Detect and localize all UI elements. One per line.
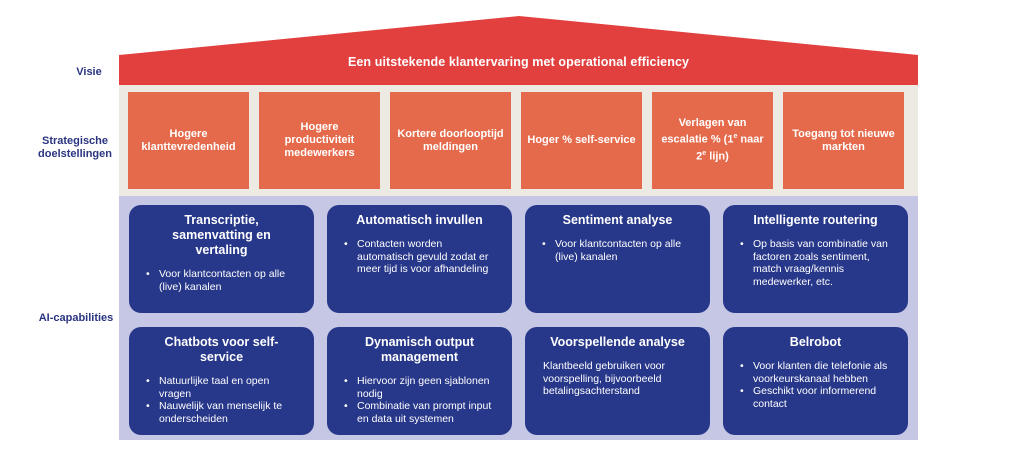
capability-voorspellende-analyse: Voorspellende analyse Klantbeeld gebruik…	[525, 327, 710, 435]
capability-title: Chatbots voor self-service	[164, 335, 279, 364]
capability-bullet: Hiervoor zijn geen sjablonen nodig	[339, 375, 500, 400]
capability-bullet: Natuurlijke taal en open vragen	[141, 375, 302, 400]
capability-intelligente-routering: Intelligente routering Op basis van comb…	[723, 205, 908, 313]
capability-title: Automatisch invullen	[356, 213, 483, 227]
capability-bullet: Voor klantcontacten op alle (live) kanal…	[537, 238, 698, 263]
vision-text: Een uitstekende klantervaring met operat…	[347, 55, 690, 69]
goal-5: Verlagen van escalatie % (1e naar 2e lij…	[652, 92, 773, 189]
goal-4: Hoger % self-service	[521, 92, 642, 189]
capability-bullet: Combinatie van prompt input en data uit …	[339, 400, 500, 425]
capability-transcriptie: Transcriptie, samenvatting en vertaling …	[129, 205, 314, 313]
capability-automatisch-invullen: Automatisch invullen Contacten worden au…	[327, 205, 512, 313]
capability-title: Intelligente routering	[753, 213, 878, 227]
capability-title: Transcriptie, samenvatting en vertaling	[172, 213, 271, 257]
label-visie: Visie	[76, 66, 102, 78]
goal-2: Hogere productiviteit medewerkers	[259, 92, 380, 189]
capability-title: Belrobot	[789, 335, 842, 349]
capability-bullet: Op basis van combinatie van factoren zoa…	[735, 238, 896, 288]
label-strategische-doelstellingen: Strategische doelstellingen	[38, 135, 112, 160]
capability-bullet: Voor klantcontacten op alle (live) kanal…	[141, 268, 302, 293]
capability-bullet: Voor klanten die telefonie als voorkeurs…	[735, 360, 896, 385]
label-ai-capabilities: AI-capabilities	[38, 312, 114, 324]
capability-text: Klantbeeld gebruiken voor voorspelling, …	[543, 360, 666, 397]
capability-chatbots: Chatbots voor self-service Natuurlijke t…	[129, 327, 314, 435]
capability-title: Voorspellende analyse	[550, 335, 685, 349]
capability-sentiment-analyse: Sentiment analyse Voor klantcontacten op…	[525, 205, 710, 313]
capability-bullet: Geschikt voor informerend contact	[735, 385, 896, 410]
capability-title: Sentiment analyse	[562, 213, 673, 227]
capability-title: Dynamisch output management	[364, 335, 475, 364]
capability-bullet: Nauwelijk van menselijk te onderscheiden	[141, 400, 302, 425]
capability-belrobot: Belrobot Voor klanten die telefonie als …	[723, 327, 908, 435]
capability-dynamisch-output: Dynamisch output management Hiervoor zij…	[327, 327, 512, 435]
roof-shape	[119, 16, 918, 85]
goal-1: Hogere klanttevredenheid	[128, 92, 249, 189]
goal-5-text-a: Verlagen van escalatie % (1	[661, 117, 747, 146]
capability-bullet: Contacten worden automatisch gevuld zoda…	[339, 238, 500, 276]
goal-6: Toegang tot nieuwe markten	[783, 92, 904, 189]
goal-3: Kortere doorlooptijd meldingen	[390, 92, 511, 189]
